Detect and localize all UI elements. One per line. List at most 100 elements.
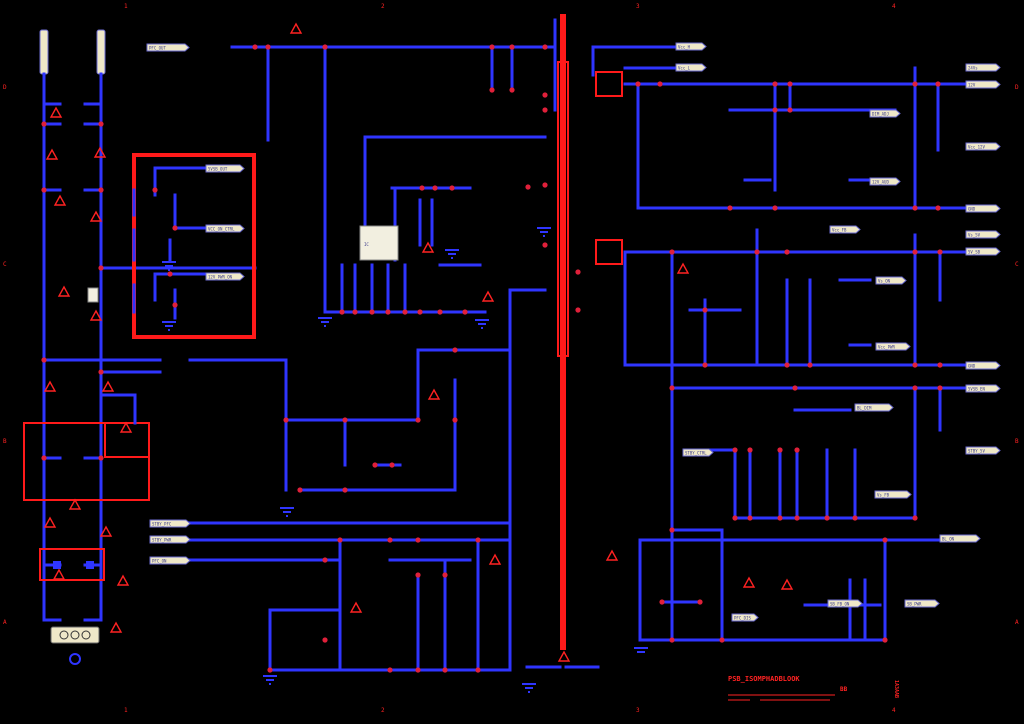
zone-row-d-right: D [1015,84,1019,91]
junction-dot [935,81,941,87]
junction-dot [342,487,348,493]
net-label-text: PFC_OUT [149,45,166,50]
standby-block [132,153,256,339]
ac-pin-l [59,630,69,640]
junction-dot [912,362,918,368]
junction-dot [912,81,918,87]
net-label-i5: STBY_CTRL [682,448,714,457]
net-label-i4: BL_DIM [854,403,894,412]
net-label-text: SB_PWR [907,601,922,606]
junction-dot [777,515,783,521]
junction-dot [882,537,888,543]
warning-icon [53,194,67,206]
warning-icon [45,148,59,160]
ground-6 [445,249,459,259]
net-label-text: 12V_AUD [872,179,889,184]
junction-dot [794,447,800,453]
zone-col-3-bottom: 3 [636,707,640,714]
net-label-stby: STBY_PFC [149,519,191,528]
junction-dot [415,667,421,673]
ground-4 [475,319,489,329]
junction-dot [772,107,778,113]
junction-dot [297,487,303,493]
junction-dot [732,515,738,521]
net-label-text: STBY_CTRL [685,450,707,455]
net-label-text: GND [968,206,976,211]
warning-icon [101,380,115,392]
junction-dot [252,44,258,50]
junction-dot [669,637,675,643]
standby-block-highlight [132,153,256,339]
net-label-text: SB_FB_ON [830,601,850,606]
junction-dot [784,249,790,255]
warning-icon [52,568,66,580]
warning-icon [605,549,619,561]
net-label-text: 12V [968,82,976,87]
junction-dot [387,537,393,543]
junction-dot [415,572,421,578]
ground-2 [162,321,176,331]
junction-dot [772,205,778,211]
net-label-i2: Vs_ON [875,276,907,285]
junction-dot [98,455,104,461]
warning-icon [557,650,571,662]
junction-dot [824,515,830,521]
net-label-pfc-on: PFC_ON [149,556,191,565]
junction-dot [635,81,641,87]
warning-icon [488,553,502,565]
net-label-text: DIM_ADJ [872,111,889,116]
zone-row-b-right: B [1015,438,1019,445]
junction-dot [172,225,178,231]
junction-dot [322,557,328,563]
junction-dot [657,81,663,87]
junction-dot [542,107,548,113]
zone-row-b-left: B [3,438,7,445]
junction-dot [807,362,813,368]
warning-icon [119,421,133,433]
junction-dot [172,302,178,308]
junction-dot [152,187,158,193]
junction-dot [787,81,793,87]
net-label-text: PFC_DIS [734,615,751,620]
net-label-text: 5VSB_EN [968,386,985,391]
junction-dot [509,44,515,50]
net-label-r3: 12V_PWR_ON [205,272,245,281]
bridge-rectifier [87,287,99,303]
net-label-top2: Vcc_L [675,63,707,72]
junction-dot [747,515,753,521]
warning-icon [57,285,71,297]
junction-dot [415,537,421,543]
net-label-text: STBY_5V [968,448,985,453]
junction-dot [794,515,800,521]
junction-dot [322,44,328,50]
junction-dot [489,87,495,93]
net-label-o3: Vcc_12V [965,142,1001,151]
junction-dot [697,599,703,605]
junction-dot [415,417,421,423]
warning-icon [109,621,123,633]
junction-dot [402,309,408,315]
junction-dot [462,309,468,315]
zone-row-a-left: A [3,619,7,626]
warning-icon [481,290,495,302]
junction-dot [935,205,941,211]
junction-dot [702,307,708,313]
net-label-i7: SB_FB_ON [827,599,863,608]
zone-markers: 1 2 3 4 1 2 3 4 D C B A D C B A [3,3,1019,714]
net-labels: PFC_OUT5VSB_OUTVCC_ON_CTRL12V_PWR_ONSTBY… [146,42,1001,622]
net-label-i1: Vcc_FB [829,225,861,234]
net-label-o11: DIM_ADJ [869,109,901,118]
junction-dot [432,185,438,191]
input-connector-n [96,29,106,75]
zone-col-2-bottom: 2 [381,707,385,714]
net-label-text: 12V_PWR_ON [208,274,233,279]
junction-dot [342,417,348,423]
net-label-text: Vcc_FB [832,227,847,232]
junction-dot [912,385,918,391]
net-label-text: Vs_ON [878,278,891,283]
net-label-text: Vs_5V [968,232,981,237]
zone-row-a-right: A [1015,619,1019,626]
junction-dot [772,81,778,87]
junction-dot [575,269,581,275]
net-label-i6: Vs_FB [874,490,912,499]
